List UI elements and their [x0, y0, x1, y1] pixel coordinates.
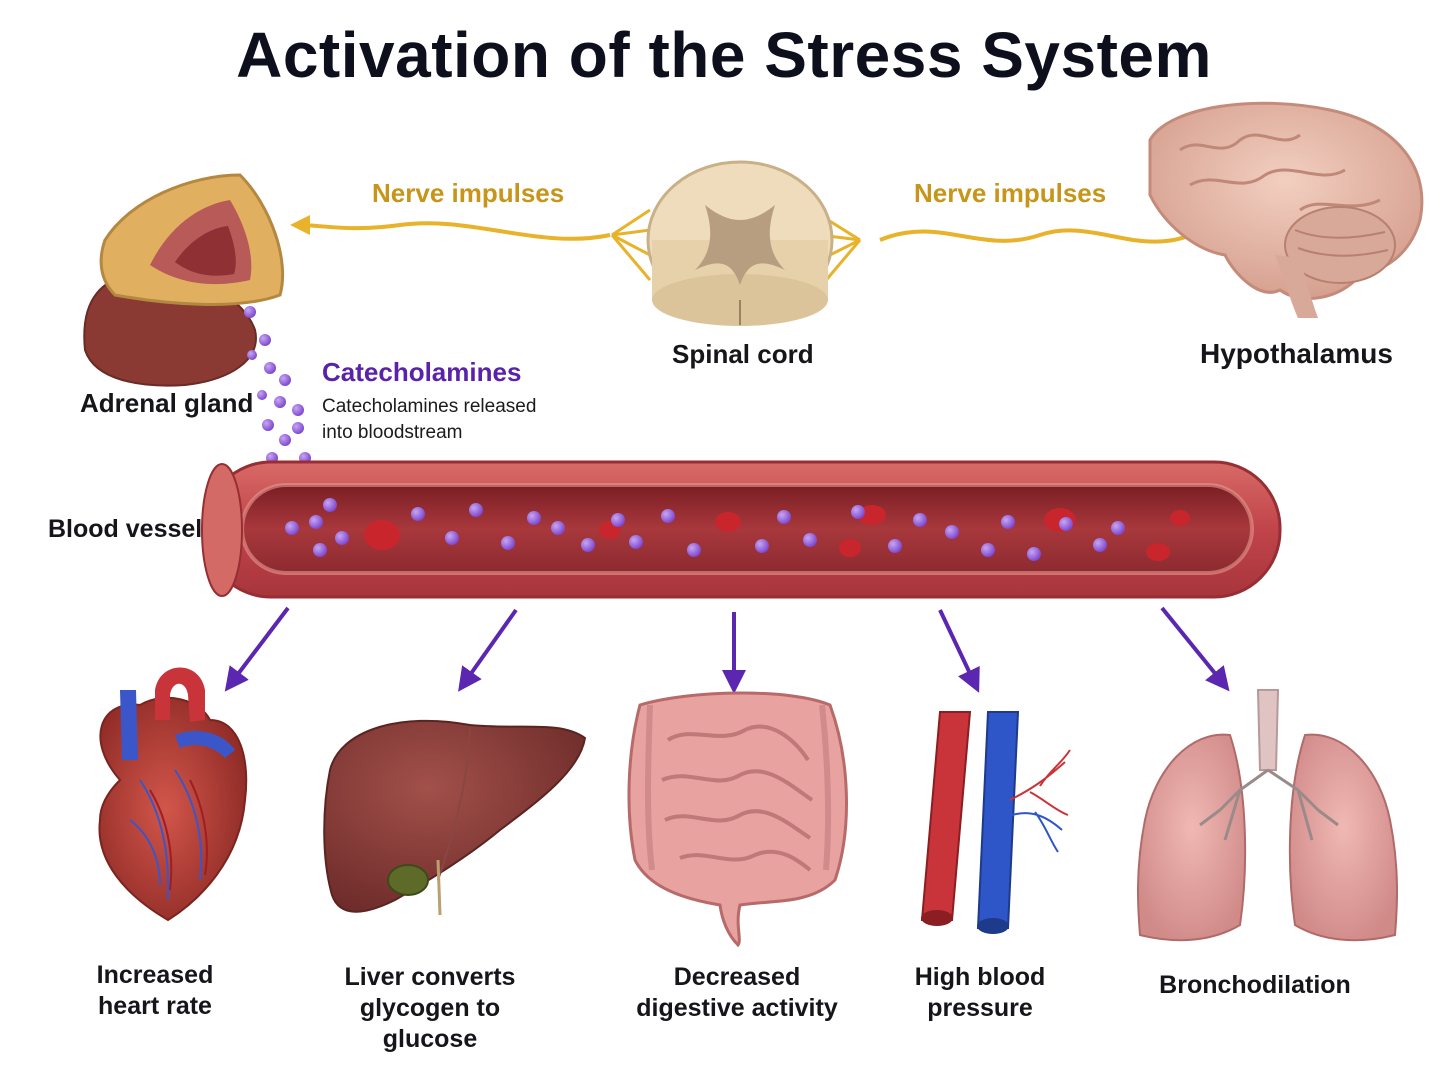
effect-arrows	[224, 606, 1230, 694]
adrenal-gland-label: Adrenal gland	[80, 388, 254, 418]
intestines-illustration	[627, 691, 848, 948]
artery-vein-illustration	[920, 711, 1071, 934]
nerve-impulses-label-right: Nerve impulses	[914, 178, 1107, 208]
blood-vessel-label: Blood vessel	[48, 515, 203, 543]
blood-vessel-illustration	[201, 460, 1282, 599]
outcome-label-lungs: Bronchodilation	[1159, 971, 1351, 999]
outcome-label-heart: Increased heart rate	[96, 961, 214, 1020]
catecholamines-title: Catecholamines	[322, 357, 522, 387]
spinal-cord-label: Spinal cord	[672, 339, 814, 369]
lungs-illustration	[1136, 689, 1399, 942]
outcome-label-liver: Liver converts glycogen to glucose	[344, 963, 516, 1053]
liver-illustration	[323, 719, 587, 916]
brain-illustration	[1148, 101, 1424, 318]
nerve-impulses-label-left: Nerve impulses	[372, 178, 565, 208]
hypothalamus-label: Hypothalamus	[1200, 338, 1393, 369]
spinal-cord-illustration	[646, 160, 834, 326]
red-blood-cells	[364, 505, 1190, 561]
outcome-label-intestines: Decreased digestive activity	[636, 963, 838, 1022]
outcome-label-blood-pressure: High blood pressure	[914, 963, 1046, 1022]
catecholamines-description: Catecholamines released into bloodstream	[322, 396, 537, 443]
adrenal-gland-illustration	[83, 173, 285, 387]
diagram-title: Activation of the Stress System	[236, 19, 1212, 91]
catecholamine-particles-in-blood	[285, 498, 1125, 561]
heart-illustration	[98, 667, 248, 922]
